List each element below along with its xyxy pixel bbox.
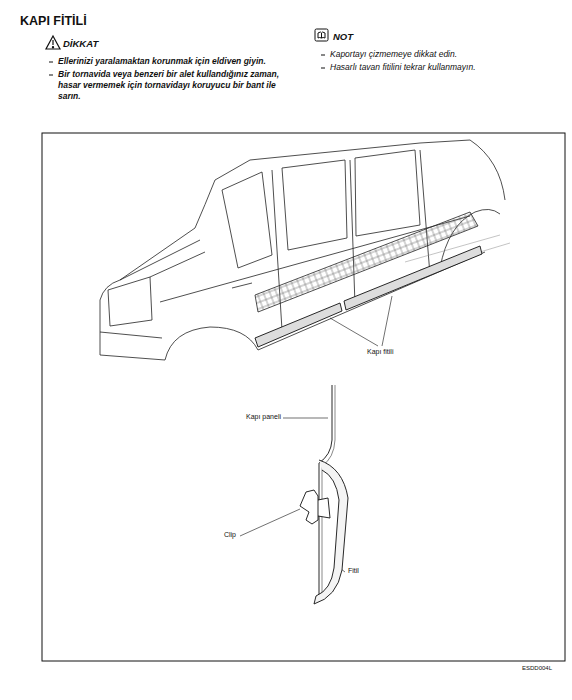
note-item: Kaportayı çizmemeye dikkat edin. <box>330 49 560 60</box>
door-panel <box>319 385 332 600</box>
bullet-dash <box>321 68 325 69</box>
note-heading: NOT <box>333 31 353 43</box>
bullet-dash <box>49 62 53 63</box>
figure-code: ESDD004L <box>522 665 552 673</box>
caution-item: Ellerinizi yaralamaktan korunmak için el… <box>58 56 283 67</box>
section-drawing <box>300 385 348 604</box>
door-sill-molding <box>255 246 482 347</box>
caution-heading: DİKKAT <box>63 38 98 50</box>
page-title: KAPI FİTİLİ <box>20 14 87 30</box>
note-item: Hasarlı tavan fitilini tekrar kullanmayı… <box>330 62 560 73</box>
bullet-dash <box>49 75 53 76</box>
part-label: Kapı fitili <box>366 348 394 357</box>
figure-frame <box>42 133 565 661</box>
leader-line <box>240 296 392 572</box>
molding-section <box>314 460 348 604</box>
part-label: Kapı paneli <box>245 413 282 422</box>
part-label: Fitil <box>347 567 360 576</box>
part-label: Clip <box>223 531 237 540</box>
note-icon <box>315 29 328 41</box>
clip <box>300 490 330 524</box>
caution-item: Bir tornavida veya benzeri bir alet kull… <box>58 69 283 102</box>
car-drawing <box>100 140 510 360</box>
bullet-dash <box>321 55 325 56</box>
warning-icon <box>46 36 60 49</box>
